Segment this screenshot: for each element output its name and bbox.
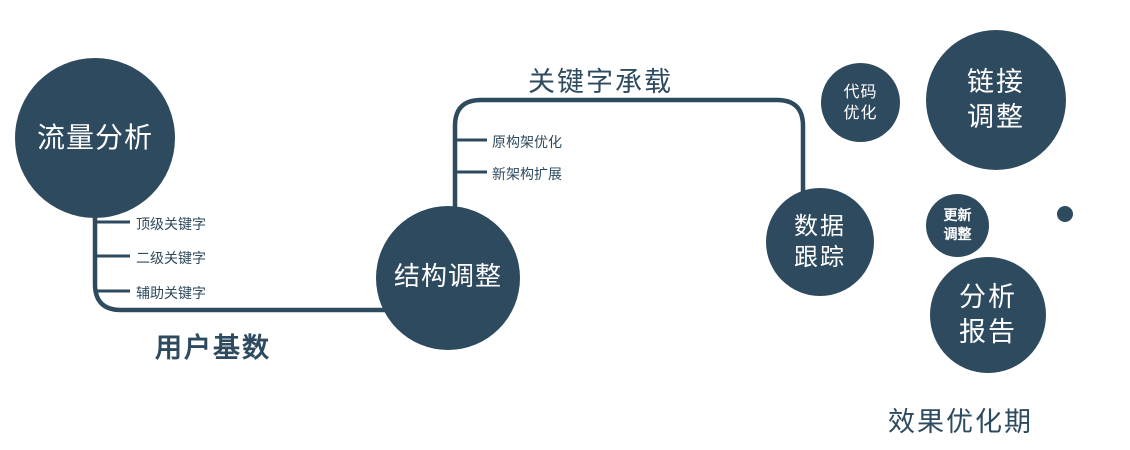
node-code-optimize-line2: 优化	[843, 102, 878, 122]
node-traffic-analysis-label: 流量分析	[36, 120, 153, 154]
footer-label: 效果优化期	[888, 407, 1033, 438]
node-link-adjust: 链接 调整	[926, 30, 1066, 170]
node-data-tracking-line2: 跟踪	[794, 243, 846, 271]
branch-label-top-keyword: 顶级关键字	[136, 217, 206, 233]
node-code-optimize: 代码 优化	[821, 63, 900, 142]
branch-label-second-keyword: 二级关键字	[136, 251, 206, 267]
node-traffic-analysis: 流量分析	[15, 58, 175, 218]
node-analysis-report-line2: 报告	[959, 317, 1017, 348]
node-link-adjust-line1: 链接	[967, 66, 1025, 98]
connector-structure-to-tracking	[452, 97, 806, 215]
connector-traffic-to-structure	[92, 200, 440, 313]
edge-label-keyword-carry: 关键字承载	[528, 67, 673, 98]
node-analysis-report: 分析 报告	[930, 257, 1046, 373]
node-data-tracking-line1: 数据	[794, 211, 846, 240]
branch-label-aux-keyword: 辅助关键字	[136, 286, 206, 302]
branch-label-arch-expand: 新架构扩展	[492, 167, 562, 183]
node-update-adjust-line2: 调整	[943, 226, 972, 243]
bullet-dot	[1057, 206, 1073, 222]
edge-label-user-base: 用户基数	[155, 333, 271, 364]
node-analysis-report-line1: 分析	[959, 281, 1017, 313]
node-update-adjust: 更新 调整	[926, 194, 989, 257]
node-code-optimize-line1: 代码	[843, 81, 878, 101]
node-structure-adjust: 结构调整	[376, 206, 520, 350]
node-link-adjust-line2: 调整	[967, 102, 1025, 133]
node-structure-adjust-label: 结构调整	[393, 262, 502, 293]
branch-label-arch-optimize: 原构架优化	[492, 135, 562, 151]
node-data-tracking: 数据 跟踪	[766, 188, 874, 296]
node-update-adjust-line1: 更新	[943, 208, 972, 225]
